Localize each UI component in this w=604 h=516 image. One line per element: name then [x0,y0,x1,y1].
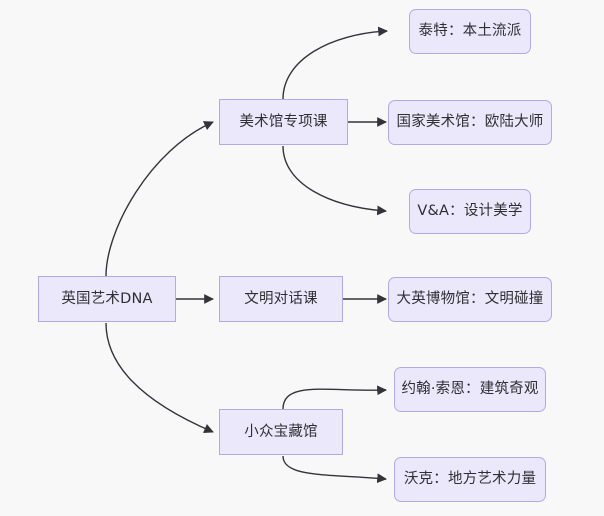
node-leaf-va[interactable]: V&A：设计美学 [409,189,531,234]
node-leaf-walker-label: 沃克：地方艺术力量 [403,471,537,488]
node-branch-civilization-label: 文明对话课 [244,290,318,307]
node-root-label: 英国艺术DNA [61,290,153,307]
node-leaf-walker[interactable]: 沃克：地方艺术力量 [394,457,546,502]
edge-art-museum-to-va [282,145,387,216]
node-branch-civilization[interactable]: 文明对话课 [219,276,343,322]
edge-root-to-art-museum [105,121,214,277]
node-branch-art-museum[interactable]: 美术馆专项课 [219,99,348,145]
node-root[interactable]: 英国艺术DNA [38,276,176,322]
edge-hidden-gems-to-soane [282,385,387,410]
node-leaf-soane[interactable]: 约翰·索恩：建筑奇观 [394,367,546,412]
node-leaf-national-gallery[interactable]: 国家美术馆：欧陆大师 [388,100,552,145]
node-leaf-tate-label: 泰特：本土流派 [418,23,522,40]
node-leaf-national-gallery-label: 国家美术馆：欧陆大师 [396,114,544,131]
edge-art-museum-to-tate [282,26,388,100]
edge-root-to-hidden-gems [105,322,214,434]
node-leaf-va-label: V&A：设计美学 [417,203,523,220]
edge-hidden-gems-to-walker [282,455,387,484]
node-branch-art-museum-label: 美术馆专项课 [239,113,328,130]
node-leaf-british-museum[interactable]: 大英博物馆：文明碰撞 [388,277,552,322]
node-leaf-soane-label: 约翰·索恩：建筑奇观 [401,381,539,398]
node-branch-hidden-gems[interactable]: 小众宝藏馆 [219,409,343,455]
node-branch-hidden-gems-label: 小众宝藏馆 [244,423,318,440]
node-leaf-british-museum-label: 大英博物馆：文明碰撞 [396,291,544,308]
node-leaf-tate[interactable]: 泰特：本土流派 [409,9,531,54]
